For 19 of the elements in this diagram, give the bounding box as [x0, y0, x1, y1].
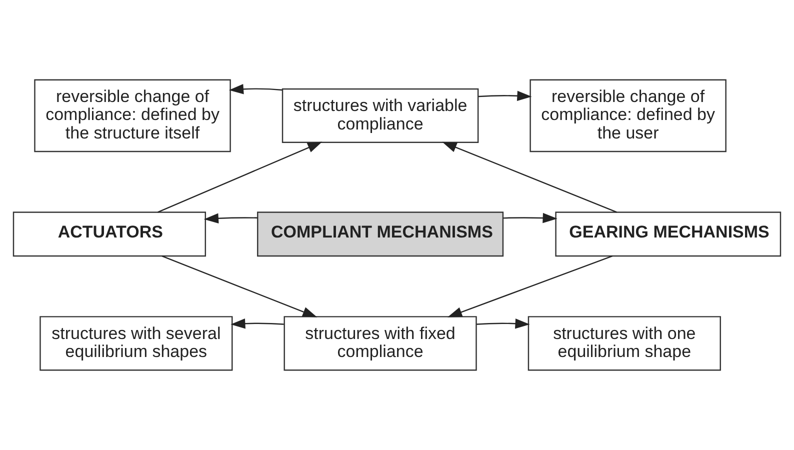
- node-box: structures with fixed compliance: [284, 316, 477, 371]
- arrow: [158, 142, 322, 213]
- node-box: structures with one equilibrium shape: [528, 316, 721, 371]
- node-box: reversible change of compliance: defined by the structure itself: [34, 79, 231, 152]
- arrow: [442, 142, 617, 213]
- arrow: [447, 255, 613, 318]
- arrow: [204, 213, 258, 224]
- arrow: [503, 212, 558, 224]
- node-box: GEARING MECHANISMS: [555, 212, 782, 257]
- node-box: reversible change of compliance: defined by the user: [530, 79, 726, 152]
- arrow: [478, 90, 532, 101]
- node-box: structures with several equilibrium shapes: [40, 316, 233, 371]
- arrow: [476, 318, 530, 329]
- arrow: [230, 318, 284, 329]
- node-box: COMPLIANT MECHANISMS: [257, 212, 504, 257]
- arrow: [162, 255, 318, 318]
- node-box: ACTUATORS: [12, 212, 206, 257]
- arrow: [228, 84, 282, 94]
- node-box: structures with variable compliance: [282, 88, 479, 144]
